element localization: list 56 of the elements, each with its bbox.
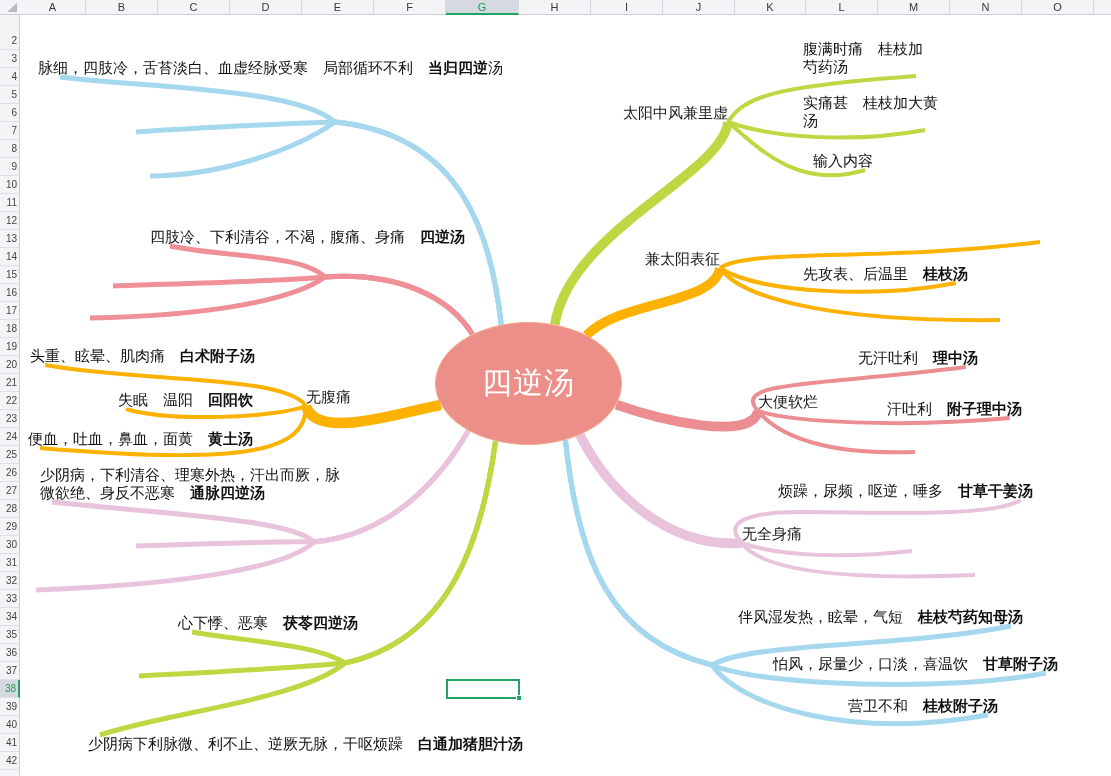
subtopic-text: 汗吐利 附子理中汤	[887, 400, 1022, 418]
mindmap-branch	[35, 429, 471, 593]
column-header: M	[878, 0, 950, 15]
subtopic-text: 怕风，尿量少，口淡，喜温饮 甘草附子汤	[773, 655, 1058, 673]
subtopic-text: 无汗吐利 理中汤	[858, 349, 978, 367]
subtopic-text: 营卫不和 桂枝附子汤	[848, 697, 998, 715]
subtopic-text: 便血，吐血，鼻血，面黄 黄土汤	[28, 430, 253, 448]
column-header: A	[20, 0, 86, 15]
topic-text: 太阳中风兼里虚	[623, 104, 728, 122]
column-header: D	[230, 0, 302, 15]
topic-text: 大便软烂	[758, 393, 818, 411]
subtopic-text: 先攻表、后温里 桂枝汤	[803, 265, 968, 283]
subtopic-text: 头重、眩晕、肌肉痛 白术附子汤	[30, 347, 255, 365]
subtopic-text: 烦躁，尿频，呕逆，唾多 甘草干姜汤	[778, 482, 1033, 500]
mindmap-branch	[733, 498, 1022, 545]
column-header: L	[806, 0, 878, 15]
column-header: J	[663, 0, 735, 15]
mindmap-branch	[751, 365, 967, 413]
topic-text: 无全身痛	[742, 525, 802, 543]
row-header: 38	[0, 680, 20, 698]
column-header: I	[591, 0, 663, 15]
mindmap-branch	[757, 409, 1010, 426]
column-header: O	[1022, 0, 1094, 15]
mindmap-branch	[562, 439, 989, 726]
mindmap-branch	[99, 440, 498, 738]
mindmap-branch	[583, 266, 725, 339]
column-header: G	[446, 0, 519, 15]
column-header: C	[158, 0, 230, 15]
subtopic-text: 实痛甚 桂枝加大黄汤	[803, 94, 943, 130]
mindmap-branch	[727, 120, 926, 140]
subtopic-text: 心下悸、恶寒 茯苓四逆汤	[178, 614, 358, 632]
mindmap-branch	[726, 74, 917, 124]
subtopic-text: 脉细，四肢冷，舌苔淡白、血虚经脉受寒 局部循环不利 当归四逆汤	[38, 59, 503, 77]
column-header: B	[86, 0, 158, 15]
mindmap-branch	[125, 404, 307, 420]
mindmap-branch	[44, 363, 308, 408]
column-header: K	[735, 0, 806, 15]
mindmap-branch	[614, 400, 763, 432]
mindmap-branch	[741, 541, 913, 558]
subtopic-text: 少阴病下利脉微、利不止、逆厥无脉，干呕烦躁 白通加猪胆汁汤	[88, 735, 523, 753]
mindmap-branch	[575, 432, 742, 548]
subtopic-text: 伴风湿发热，眩晕，气短 桂枝芍药知母汤	[738, 608, 1023, 626]
mindmap-branch	[550, 120, 733, 326]
column-header: E	[302, 0, 374, 15]
subtopic-text: 输入内容	[813, 152, 873, 170]
subtopic-text: 失眠 温阳 回阳饮	[118, 391, 253, 409]
mindmap-branch	[719, 240, 1041, 270]
mindmap-branch	[301, 399, 442, 429]
central-topic-ellipse: 四逆汤	[435, 322, 622, 445]
subtopic-text: 少阴病，下利清谷、理寒外热，汗出而厥，脉微欲绝、身反不恶寒 通脉四逆汤	[40, 466, 340, 502]
topic-text: 无腹痛	[306, 388, 351, 406]
column-header: N	[950, 0, 1022, 15]
subtopic-text: 腹满时痛 桂枝加芍药汤	[803, 40, 928, 76]
topic-text: 兼太阳表征	[645, 250, 720, 268]
column-header: H	[519, 0, 591, 15]
subtopic-text: 四肢冷、下利清谷，不渴，腹痛、身痛 四逆汤	[150, 228, 465, 246]
